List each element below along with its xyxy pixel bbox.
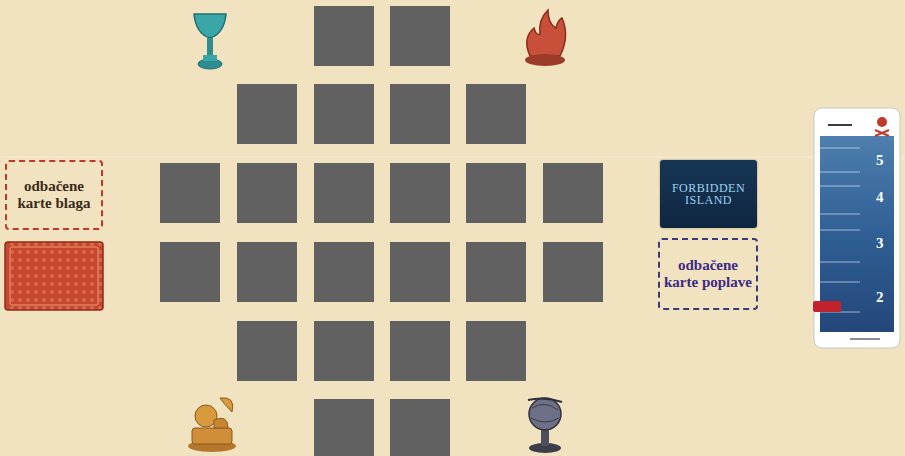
- box-text: odbačene karte blaga: [11, 178, 97, 212]
- globe-treasure: [528, 398, 562, 453]
- water-level-number: 3: [876, 235, 884, 251]
- discard-pile-box: odbačene karte blaga: [5, 160, 103, 230]
- water-level-number: 2: [876, 289, 884, 305]
- box-text: FORBIDDEN ISLAND: [666, 182, 751, 206]
- island-tiles: [160, 6, 603, 456]
- water-level-number: 4: [876, 189, 884, 205]
- water-level-number: 5: [876, 152, 884, 168]
- lion-treasure: [188, 398, 236, 452]
- discard-pile-box: odbačene karte poplave: [658, 238, 758, 310]
- chalice-treasure: [194, 14, 226, 69]
- fire-treasure: [525, 10, 566, 66]
- water-meter: [813, 108, 900, 348]
- treasure-deck: [5, 242, 103, 310]
- box-text: odbačene karte poplave: [664, 257, 752, 291]
- fold-line: [0, 157, 905, 158]
- flood-deck-card: FORBIDDEN ISLAND: [660, 160, 757, 228]
